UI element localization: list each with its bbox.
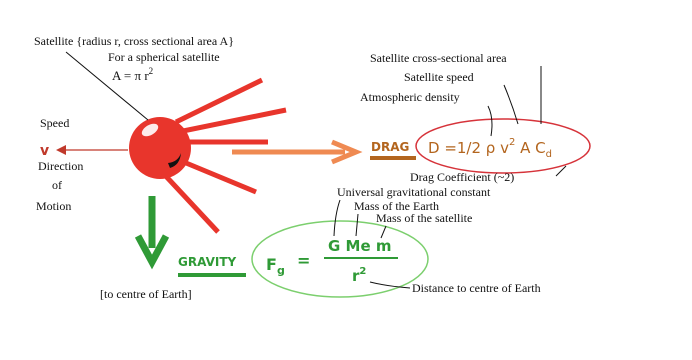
drag-formula: D =1/2 ρ v2 A Cd	[428, 137, 552, 160]
gravity-formula-lhs: Fg	[266, 255, 285, 277]
gravity-direction-note: [to centre of Earth]	[100, 287, 192, 301]
satellite-area-exponent: 2	[149, 66, 154, 76]
annotation-gravitational-constant: Universal gravitational constant	[337, 185, 491, 199]
drag-formula-prefix: D =1/2 ρ v	[428, 139, 509, 157]
satellite-area-formula-main: A = π r	[112, 68, 149, 83]
direction-label-3: Motion	[36, 199, 71, 213]
leader-speed	[504, 85, 518, 124]
gravity-formula-f-subscript: g	[277, 264, 285, 277]
leader-g	[334, 200, 340, 236]
motion-arrow-head	[56, 145, 66, 155]
annotation-distance: Distance to centre of Earth	[412, 281, 541, 295]
annotation-cross-sectional-area: Satellite cross-sectional area	[370, 51, 507, 65]
gravity-label: GRAVITY	[178, 255, 237, 269]
gravity-formula-f: F	[266, 255, 277, 274]
satellite-description: Satellite {radius r, cross sectional are…	[34, 34, 234, 48]
gravity-denominator-exponent: 2	[359, 266, 366, 277]
gravity-formula-equals: =	[297, 251, 310, 270]
direction-label-1: Direction	[38, 159, 83, 173]
direction-label-2: of	[52, 178, 62, 192]
annotation-atmospheric-density: Atmospheric density	[360, 90, 460, 104]
annotation-drag-coefficient: Drag Coefficient (~2)	[410, 170, 514, 184]
satellite-spherical-note: For a spherical satellite	[108, 50, 220, 64]
annotation-mass-satellite: Mass of the satellite	[376, 211, 472, 225]
drag-formula-ac: A C	[515, 139, 545, 157]
satellite-area-formula: A = π r2	[112, 66, 153, 83]
gravity-numerator: G Me m	[328, 237, 392, 255]
drag-formula-subscript: d	[546, 149, 552, 160]
satellite-sphere	[129, 117, 191, 179]
speed-symbol: v	[40, 143, 49, 159]
leader-me	[356, 214, 358, 236]
speed-label: Speed	[40, 116, 69, 130]
gravity-denominator: r2	[352, 266, 366, 285]
drag-label: DRAG	[371, 140, 409, 154]
annotation-satellite-speed: Satellite speed	[404, 70, 474, 84]
leader-density	[488, 106, 492, 136]
satellite-ray-5	[162, 172, 218, 232]
